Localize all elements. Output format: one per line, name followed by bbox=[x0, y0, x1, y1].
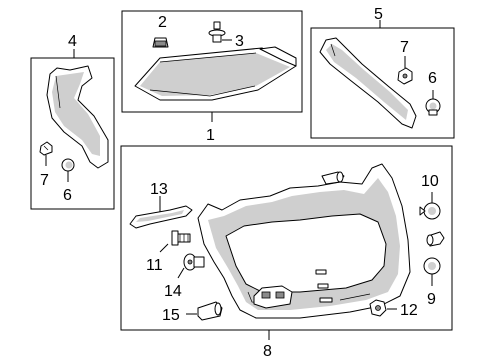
part-bumper-top bbox=[321, 171, 345, 185]
part-7-clip-right bbox=[397, 67, 413, 85]
callout-1: 1 bbox=[206, 127, 215, 144]
callout-7b: 7 bbox=[400, 39, 409, 56]
callout-9: 9 bbox=[427, 291, 436, 308]
part-12-clip-nut bbox=[369, 299, 387, 317]
callout-3: 3 bbox=[235, 33, 244, 50]
part-2-clip bbox=[152, 37, 169, 48]
part-13-pull-strip bbox=[129, 205, 193, 229]
part-4-pillar-trim bbox=[46, 65, 109, 169]
callout-10: 10 bbox=[421, 173, 439, 190]
callout-2: 2 bbox=[158, 14, 167, 31]
callout-5: 5 bbox=[374, 6, 383, 23]
part-5-pillar-trim bbox=[319, 37, 417, 129]
callout-12: 12 bbox=[400, 302, 418, 319]
callout-15: 15 bbox=[162, 307, 180, 324]
part-6-grommet-left bbox=[61, 158, 75, 172]
part-1-shelf-panel bbox=[134, 46, 297, 101]
callout-7a: 7 bbox=[40, 172, 49, 189]
part-bumper-right-upper bbox=[426, 231, 445, 247]
callout-6b: 6 bbox=[428, 70, 437, 87]
callout-11: 11 bbox=[146, 257, 163, 274]
part-14-fastener bbox=[183, 253, 205, 271]
part-8-liftgate-trim-panel bbox=[197, 163, 411, 319]
callout-6a: 6 bbox=[63, 187, 72, 204]
part-11-screw bbox=[171, 230, 191, 246]
part-9-grommet bbox=[423, 257, 441, 275]
part-10-clip bbox=[419, 202, 441, 220]
callout-14: 14 bbox=[164, 283, 182, 300]
part-15-bumper bbox=[197, 301, 223, 321]
part-3-push-pin bbox=[208, 21, 232, 43]
part-7-clip-left bbox=[39, 141, 53, 156]
callout-8: 8 bbox=[263, 343, 272, 360]
callout-13: 13 bbox=[150, 181, 168, 198]
callout-4: 4 bbox=[68, 33, 77, 50]
